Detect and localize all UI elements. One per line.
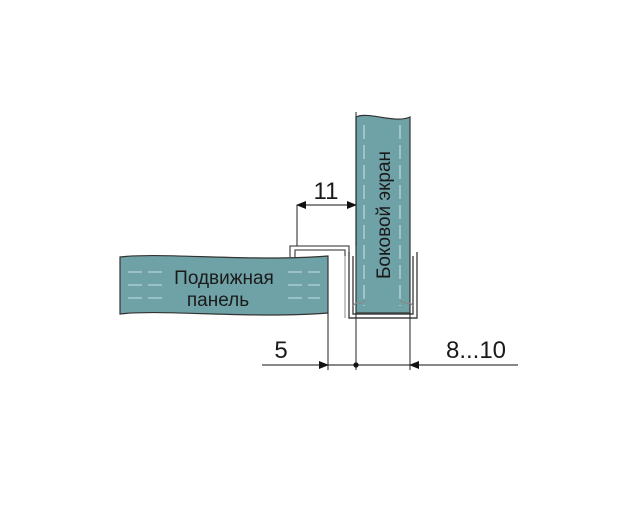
sliding-panel-glass bbox=[119, 254, 329, 316]
panel-label-line1: Подвижная bbox=[174, 268, 274, 289]
dimension-left-label: 5 bbox=[274, 337, 287, 364]
hook-profile bbox=[289, 245, 350, 257]
dimension-top-label: 11 bbox=[314, 178, 339, 205]
dimension-right-label: 8...10 bbox=[446, 337, 506, 364]
side-screen-glass bbox=[355, 114, 411, 314]
screen-label: Боковой экран bbox=[374, 151, 395, 279]
panel-label-line2: панель bbox=[187, 290, 249, 311]
extension-lines bbox=[296, 112, 411, 370]
dimension-bottom bbox=[262, 361, 518, 369]
u-profile bbox=[348, 252, 418, 319]
